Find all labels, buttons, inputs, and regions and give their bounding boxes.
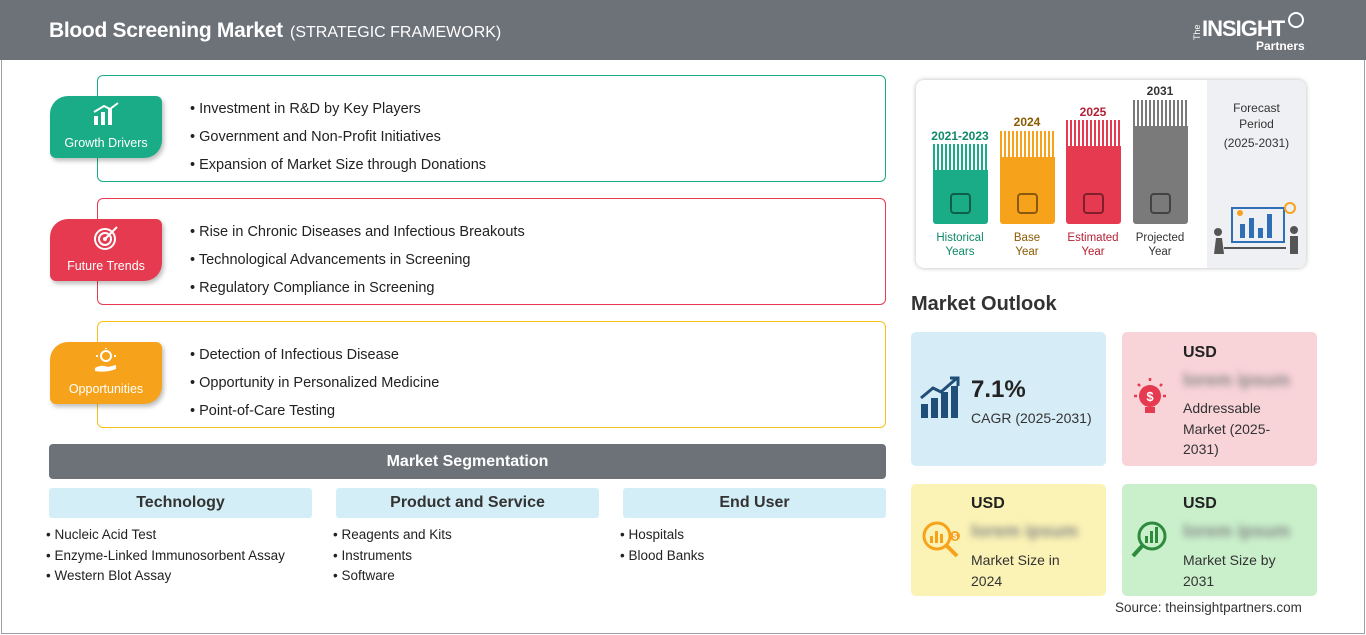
target-icon [94, 226, 118, 250]
period-year: 2024 [1013, 115, 1041, 129]
calendar-icon [1017, 193, 1038, 214]
estimate-icon [1083, 193, 1104, 214]
money-bulb-icon: $ [1134, 378, 1166, 413]
projection-icon [1150, 193, 1171, 214]
bar-growth-icon [93, 102, 119, 125]
magnifier-chart-icon: $ [922, 521, 960, 558]
list-item: Regulatory Compliance in Screening [190, 274, 525, 302]
list-item: Expansion of Market Size through Donatio… [190, 151, 486, 179]
list-item: Enzyme-Linked Immunosorbent Assay [46, 546, 312, 567]
blurred-value: lorem ipsum [1183, 521, 1291, 541]
list-item: Blood Banks [620, 546, 886, 567]
logo-ring-icon [1288, 12, 1304, 28]
list-item: Point-of-Care Testing [190, 397, 439, 425]
list-item: Nucleic Acid Test [46, 525, 312, 546]
blurred-value: lorem ipsum [1183, 370, 1291, 390]
forecast-panel [1207, 80, 1306, 268]
period-year: 2021-2023 [931, 129, 989, 143]
opportunities-label: Opportunities [68, 382, 144, 396]
blurred-value: lorem ipsum [971, 521, 1079, 541]
currency-label: USD [1183, 344, 1217, 361]
list-item: Opportunity in Personalized Medicine [190, 369, 439, 397]
period-bar-base [1000, 131, 1055, 224]
content-frame [1, 60, 1365, 634]
svg-text:$: $ [1146, 389, 1154, 404]
segment-technology: Technology Nucleic Acid Test Enzyme-Link… [49, 488, 312, 587]
market-outlook-title: Market Outlook [911, 293, 1057, 315]
future-trends-label: Future Trends [67, 259, 145, 273]
cagr-label: CAGR (2025-2031) [971, 410, 1092, 426]
cagr-card: 7.1% CAGR (2025-2031) [911, 332, 1106, 466]
opportunities-box: Detection of Infectious Disease Opportun… [97, 321, 886, 428]
period-bar-projected [1133, 100, 1188, 224]
cagr-value: 7.1% [971, 376, 1026, 403]
bar-stripes [933, 144, 988, 170]
header-bar: Blood Screening Market (STRATEGIC FRAMEW… [0, 0, 1366, 60]
segment-header: Product and Service [336, 488, 599, 518]
history-icon [950, 193, 971, 214]
currency-label: USD [971, 495, 1005, 512]
list-item: Western Blot Assay [46, 566, 312, 587]
period-year: 2031 [1146, 84, 1174, 98]
segment-end-user: End User Hospitals Blood Banks [623, 488, 886, 566]
list-item: Technological Advancements in Screening [190, 246, 525, 274]
growth-drivers-box: Investment in R&D by Key Players Governm… [97, 75, 886, 182]
list-item: Reagents and Kits [333, 525, 599, 546]
logo-insight: INSIGHT [1202, 16, 1285, 41]
segmentation-title: Market Segmentation [49, 444, 886, 479]
logo-the: The [1192, 24, 1202, 40]
magnifier-growth-icon [1131, 521, 1167, 558]
list-item: Detection of Infectious Disease [190, 341, 439, 369]
future-trends-box: Rise in Chronic Diseases and Infectious … [97, 198, 886, 305]
list-item: Instruments [333, 546, 599, 567]
svg-text:$: $ [953, 532, 958, 541]
currency-label: USD [1183, 495, 1217, 512]
period-year: 2025 [1079, 105, 1107, 119]
bar-stripes [1133, 100, 1188, 126]
list-item: Government and Non-Profit Initiatives [190, 123, 486, 151]
period-bar-estimated [1066, 120, 1121, 224]
bar-stripes [1066, 120, 1121, 146]
segment-header: Technology [49, 488, 312, 518]
list-item: Investment in R&D by Key Players [190, 95, 486, 123]
list-item: Software [333, 566, 599, 587]
period-bar-historical [933, 144, 988, 224]
opportunities-badge: Opportunities [50, 342, 162, 404]
page-title: Blood Screening Market [49, 19, 283, 42]
growth-drivers-badge: Growth Drivers [50, 96, 162, 158]
segment-product-service: Product and Service Reagents and Kits In… [336, 488, 599, 587]
lightbulb-hand-icon [95, 348, 116, 372]
list-item: Rise in Chronic Diseases and Infectious … [190, 218, 525, 246]
future-trends-badge: Future Trends [50, 219, 162, 281]
analytics-people-icon [1214, 202, 1298, 254]
segment-header: End User [623, 488, 886, 518]
page-subtitle: (STRATEGIC FRAMEWORK) [290, 24, 502, 41]
growth-drivers-label: Growth Drivers [64, 136, 148, 150]
insight-partners-logo[interactable]: The INSIGHT Partners [1192, 12, 1312, 54]
bar-stripes [1000, 131, 1055, 157]
list-item: Hospitals [620, 525, 886, 546]
logo-partners: Partners [1256, 39, 1305, 53]
source-text: Source: theinsightpartners.com [1115, 600, 1302, 615]
growth-chart-icon [920, 376, 960, 418]
